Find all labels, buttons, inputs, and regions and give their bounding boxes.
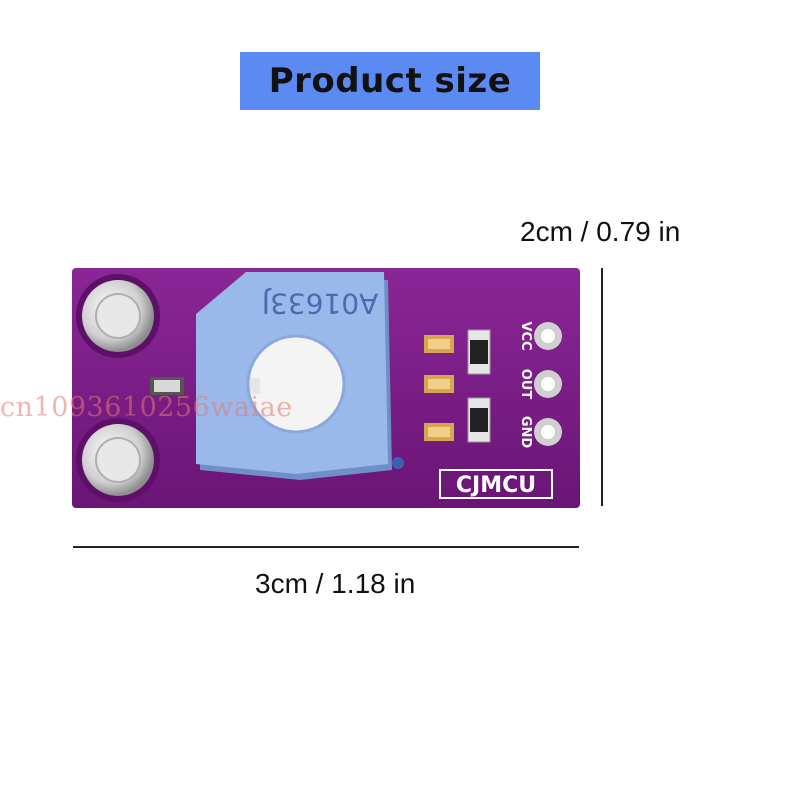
side-pad (150, 377, 184, 395)
height-dimension-line (601, 268, 603, 506)
potentiometer (196, 272, 404, 480)
smd-pad-3 (424, 423, 454, 441)
title-banner: Product size (240, 52, 540, 110)
mounting-hole-top (76, 274, 160, 358)
mounting-hole-bottom (76, 418, 160, 502)
width-dimension-line (73, 546, 579, 548)
brand-box (439, 469, 553, 499)
pin-hole-vcc (534, 322, 562, 350)
pin-label-gnd: GND (518, 416, 533, 449)
smd-pad-1 (424, 335, 454, 353)
height-dimension-label: 2cm / 0.79 in (520, 216, 681, 247)
pin-label-out: OUT (518, 369, 533, 400)
width-dimension-label: 3cm / 1.18 in (255, 568, 416, 599)
watermark-text: cn1093610256waiae (0, 392, 293, 423)
pin-label-vcc: VCC (518, 321, 533, 350)
smd-pad-2 (424, 375, 454, 393)
smd-resistor-1 (467, 329, 491, 375)
page-title: Product size (268, 61, 512, 101)
pin-hole-out (534, 370, 562, 398)
brand-label: CJMCU (456, 473, 536, 498)
smd-resistor-2 (467, 397, 491, 443)
pot-marking: A01633J (262, 287, 378, 320)
pin-hole-gnd (534, 418, 562, 446)
